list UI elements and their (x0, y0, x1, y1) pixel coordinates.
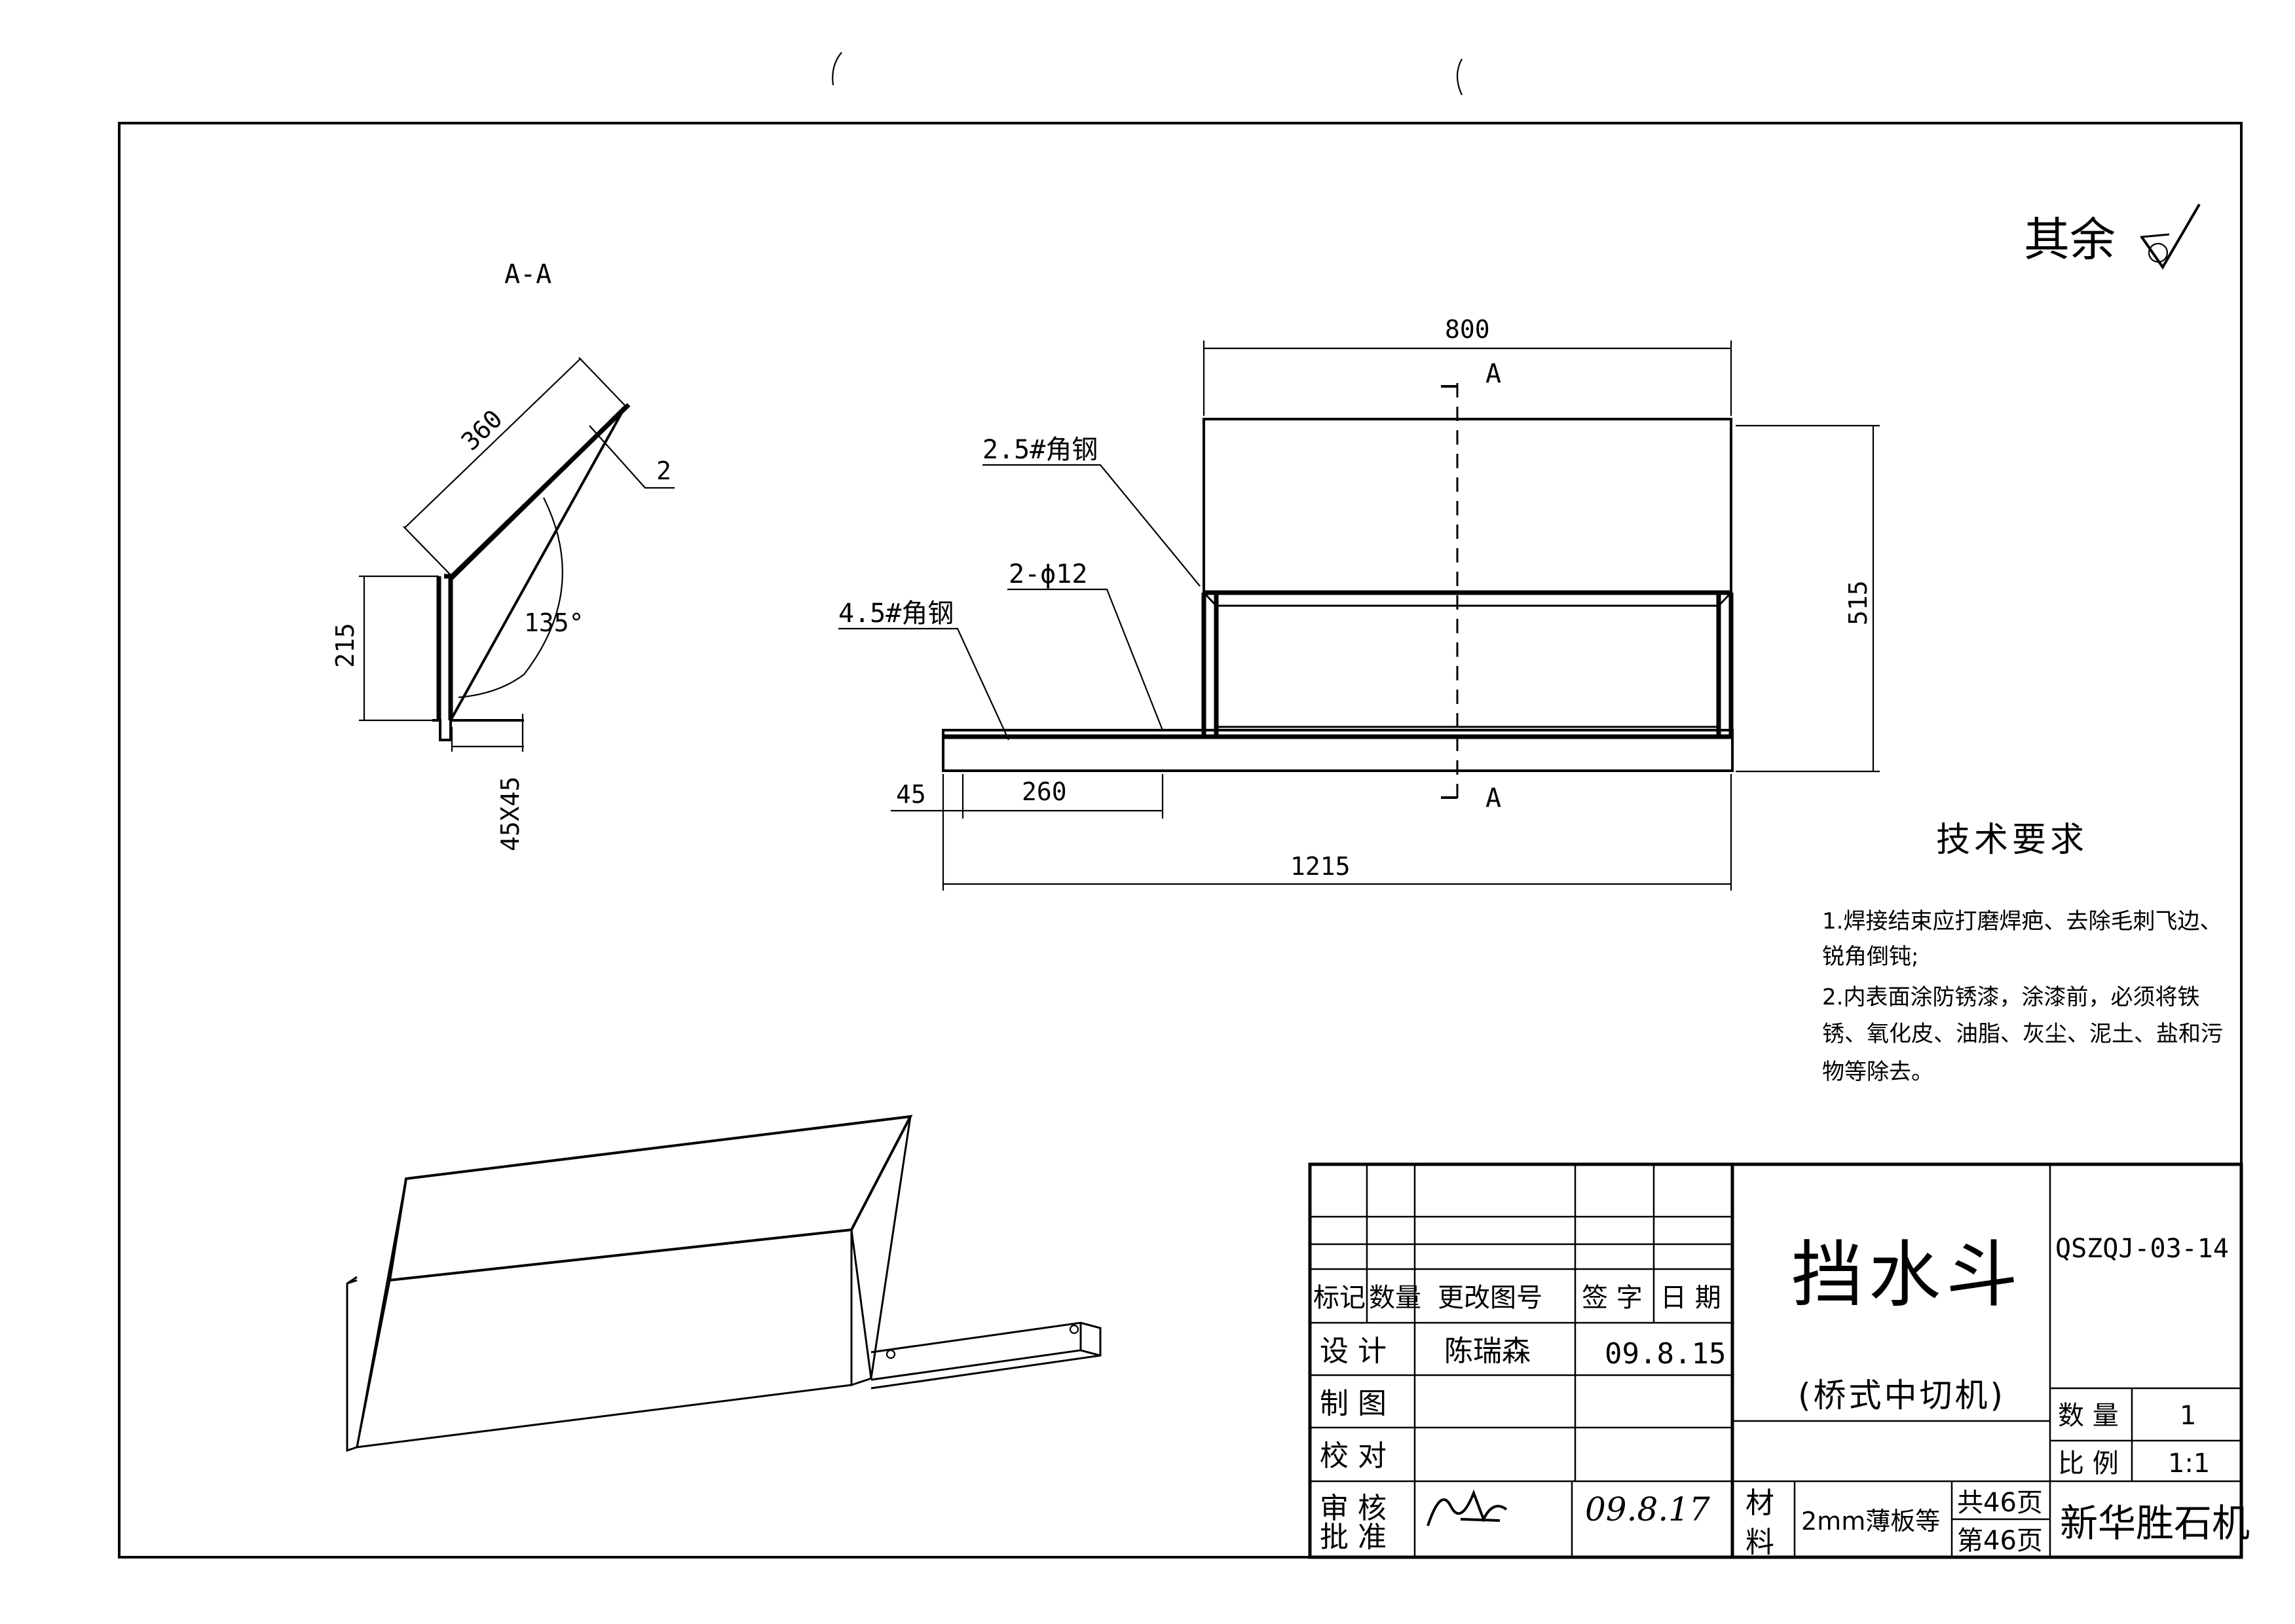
tech-req-line-1: 1.焊接结束应打磨焊疤、去除毛刺飞边、 (1822, 908, 2222, 934)
dim-width-top: 800 (1445, 315, 1490, 344)
dim-angle: 135° (524, 608, 584, 637)
material-label-1: 材 (1745, 1486, 1774, 1520)
iso-hole (1069, 1324, 1079, 1335)
part-sub-name: (桥式中切机) (1798, 1376, 2006, 1414)
label-angle-45: 4.5#角钢 (838, 599, 954, 629)
label-holes: 2-ϕ12 (1009, 559, 1087, 589)
tech-req-line-3: 2.内表面涂防锈漆，涂漆前，必须将铁 (1822, 984, 2199, 1010)
tb-header-mark: 标记 (1313, 1283, 1366, 1313)
tb-row-design-date: 09.8.15 (1605, 1337, 1726, 1371)
front-angle-frame (1201, 590, 1734, 737)
iso-hole (886, 1349, 896, 1359)
pages-total: 共46页 (1957, 1488, 2043, 1518)
tb-row-draw-label: 制 图 (1320, 1387, 1387, 1420)
company-name: 新华胜石机 (2060, 1501, 2250, 1545)
quantity-value: 1 (2180, 1401, 2196, 1431)
dim-hole-pos: 260 (1022, 777, 1067, 806)
iso-front-face (356, 1228, 853, 1449)
scan-mark (1456, 58, 1463, 96)
section-back-plate (436, 576, 453, 720)
dim-total: 1215 (1290, 852, 1351, 881)
isometric-view (346, 1115, 1102, 1452)
quantity-label: 数 量 (2058, 1401, 2119, 1431)
drawing-frame (118, 122, 2243, 1559)
section-view-title: A-A (504, 259, 551, 289)
tb-row-review-date: 09.8.17 (1585, 1490, 1710, 1528)
dim-height-front: 515 (1844, 580, 1873, 625)
label-angle-25: 2.5#角钢 (982, 435, 1098, 465)
iso-back-plate (346, 1276, 358, 1452)
tech-req-line-2: 锐角倒钝; (1822, 944, 1918, 970)
section-mark-top: A (1485, 359, 1501, 389)
tb-row-approve-label: 批 准 (1320, 1521, 1387, 1554)
scan-mark (832, 52, 842, 86)
title-block: 标记 数量 更改图号 签 字 日 期 设 计 陈瑞森 09.8.15 制 图 校… (1308, 1162, 2250, 1559)
section-diagonal (449, 405, 627, 721)
dim-height: 215 (331, 623, 360, 668)
roughness-label: 其余 (2024, 213, 2116, 267)
iso-right-edge (850, 1116, 912, 1386)
front-view: A A 800 515 45 260 1215 2.5#角钢 2-ϕ12 4.5… (838, 315, 1880, 891)
dim-angle-steel: 45X45 (496, 777, 525, 851)
tb-row-check-label: 校 对 (1320, 1439, 1387, 1473)
section-mark-bottom: A (1485, 783, 1501, 813)
iso-bottom-bar (870, 1321, 1102, 1390)
drawing-number: QSZQJ-03-14 (2055, 1234, 2229, 1264)
tb-header-change-no: 更改图号 (1438, 1283, 1542, 1313)
roughness-symbol (2140, 203, 2201, 270)
pages-current: 第46页 (1957, 1526, 2043, 1556)
scale-value: 1:1 (2168, 1449, 2210, 1479)
section-angle-steel (432, 719, 524, 741)
tb-header-qty: 数量 (1369, 1283, 1421, 1313)
tb-row-design-name: 陈瑞森 (1444, 1335, 1531, 1368)
part-no-label: 2 (656, 456, 671, 485)
section-view: 360 2 215 135° 45X45 (331, 357, 675, 851)
reviewer-signature (1427, 1489, 1508, 1526)
dim-offset: 45 (896, 780, 926, 809)
tech-req-title: 技术要求 (1936, 821, 2088, 860)
tech-req-line-5: 物等除去。 (1822, 1059, 1933, 1085)
tb-header-sign: 签 字 (1582, 1283, 1643, 1313)
tb-header-date: 日 期 (1660, 1283, 1721, 1313)
dim-slant: 360 (456, 404, 508, 456)
scale-label: 比 例 (2058, 1449, 2119, 1479)
iso-side-triangle (356, 1178, 407, 1448)
section-slant-plate (449, 403, 631, 580)
tech-req-line-4: 锈、氧化皮、油脂、灰尘、泥土、盐和污 (1822, 1021, 2223, 1047)
tb-row-review-label: 审 核 (1320, 1492, 1387, 1525)
iso-slant-plate (388, 1115, 913, 1282)
front-upper-plate (1203, 418, 1732, 594)
front-bottom-bar (942, 729, 1734, 772)
tb-row-design-label: 设 计 (1320, 1335, 1387, 1368)
material-value: 2mm薄板等 (1801, 1507, 1940, 1536)
part-name: 挡水斗 (1791, 1233, 2023, 1317)
material-label-2: 料 (1745, 1526, 1774, 1559)
